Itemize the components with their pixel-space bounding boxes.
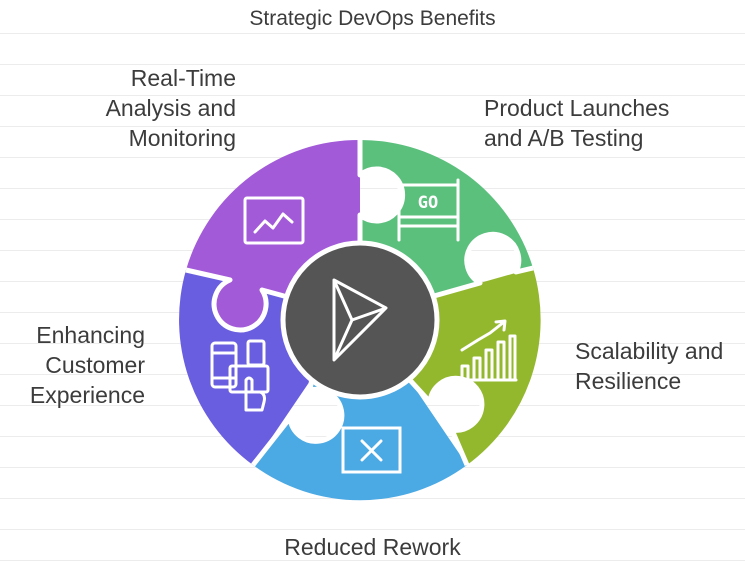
close-box-icon xyxy=(341,426,402,474)
label-rework: Reduced Rework xyxy=(284,534,461,560)
devices-touch-icon xyxy=(210,339,270,412)
go-sign-icon xyxy=(397,178,460,242)
label-product: Product Launches and A/B Testing xyxy=(484,95,670,151)
label-realtime: Real-Time Analysis and Monitoring xyxy=(105,65,236,151)
line-chart-icon xyxy=(243,196,305,245)
center-hub xyxy=(280,240,440,400)
segment-rework xyxy=(253,378,467,501)
dynamics-logo-icon xyxy=(332,278,388,362)
label-enhance: Enhancing Customer Experience xyxy=(29,322,145,408)
growth-chart-icon xyxy=(454,319,518,382)
go-sign-text: GO xyxy=(418,193,438,213)
label-scale: Scalability and Resilience xyxy=(575,338,724,394)
diagram-title: Strategic DevOps Benefits xyxy=(249,7,496,30)
